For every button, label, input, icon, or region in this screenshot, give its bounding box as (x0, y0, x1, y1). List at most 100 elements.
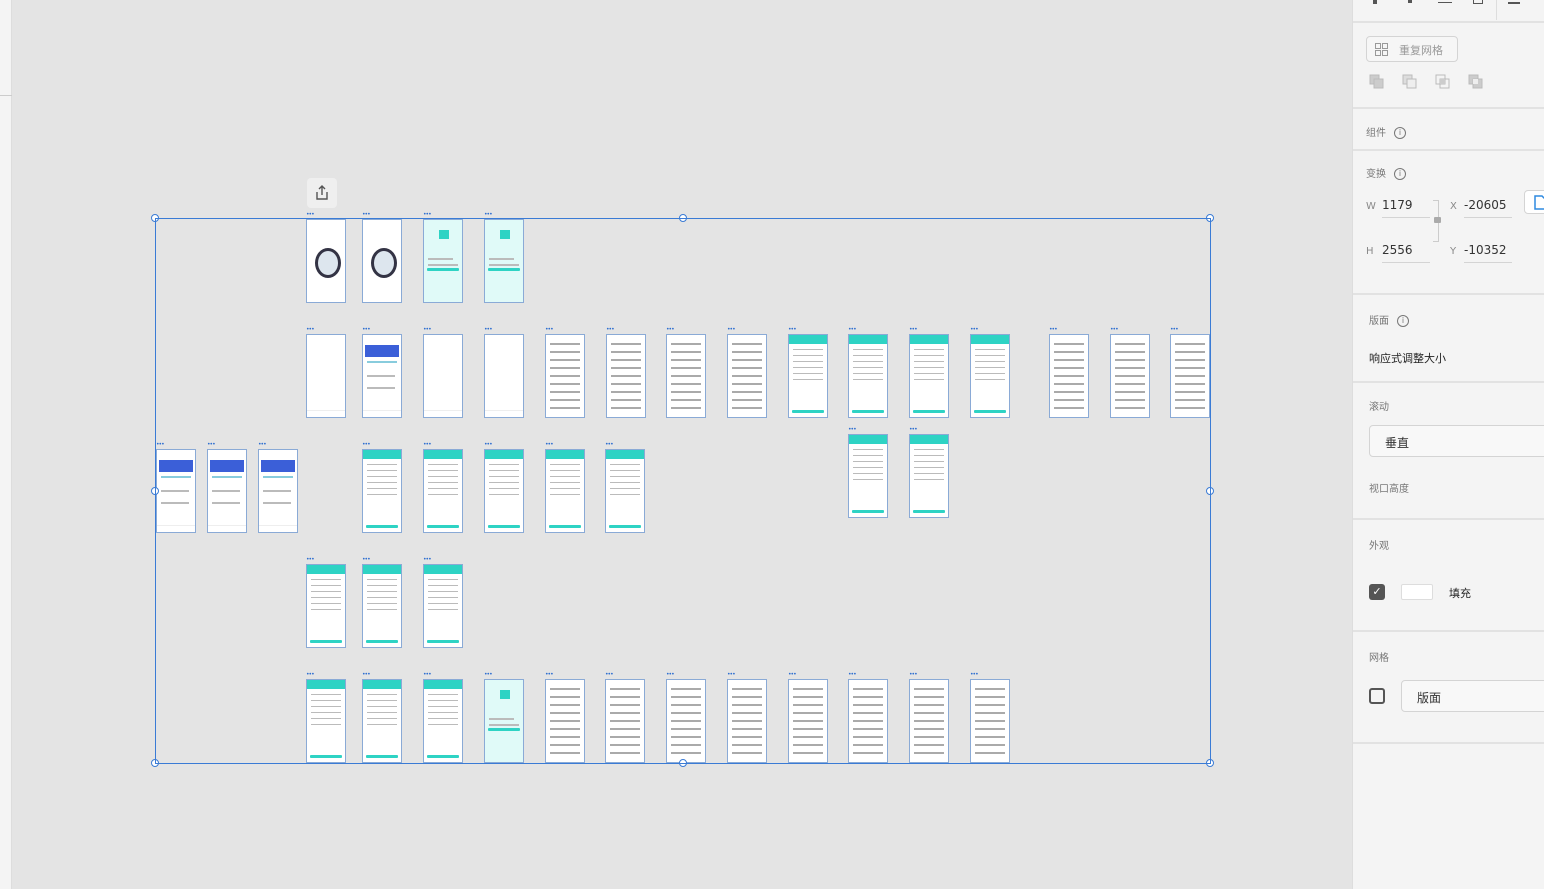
artboard-list[interactable] (727, 679, 767, 763)
artboard-name-label[interactable]: ••• (362, 326, 371, 333)
artboard-name-label[interactable]: ••• (423, 326, 432, 333)
resize-handle[interactable] (1206, 214, 1214, 222)
artboard-name-label[interactable]: ••• (727, 326, 736, 333)
resize-handle[interactable] (151, 214, 159, 222)
artboard-name-label[interactable]: ••• (306, 671, 315, 678)
artboard-list[interactable] (727, 334, 767, 418)
artboard-list[interactable] (1170, 334, 1210, 418)
artboard-name-label[interactable]: ••• (362, 441, 371, 448)
artboard-list[interactable] (1110, 334, 1150, 418)
artboard-teal-header[interactable] (605, 449, 645, 533)
resize-handle[interactable] (1206, 759, 1214, 767)
artboard-name-label[interactable]: ••• (258, 441, 267, 448)
artboard-name-label[interactable]: ••• (207, 441, 216, 448)
share-button[interactable] (307, 178, 337, 208)
artboard-name-label[interactable]: ••• (666, 326, 675, 333)
artboard-name-label[interactable]: ••• (362, 671, 371, 678)
info-icon[interactable]: i (1397, 315, 1409, 327)
toolbar-align-icons[interactable] (1368, 0, 1538, 20)
resize-handle[interactable] (679, 759, 687, 767)
artboard-name-label[interactable]: ••• (605, 441, 614, 448)
grid-checkbox[interactable] (1369, 688, 1385, 704)
resize-handle[interactable] (151, 759, 159, 767)
artboard-name-label[interactable]: ••• (1049, 326, 1058, 333)
artboard-teal-header[interactable] (306, 679, 346, 763)
artboard-name-label[interactable]: ••• (1110, 326, 1119, 333)
artboard-teal-header[interactable] (909, 334, 949, 418)
artboard-name-label[interactable]: ••• (848, 326, 857, 333)
artboard-name-label[interactable]: ••• (545, 671, 554, 678)
height-input[interactable]: 2556 (1382, 243, 1430, 263)
artboard-name-label[interactable]: ••• (788, 671, 797, 678)
artboard-illustration[interactable] (362, 219, 402, 303)
artboard-list[interactable] (606, 334, 646, 418)
artboard-name-label[interactable]: ••• (727, 671, 736, 678)
design-canvas[interactable]: ••• ••• ••• ••• ••• ••• ••• ••• ••• ••• ••• ••• ••• •… (12, 0, 1352, 889)
grid-type-select[interactable]: 版面 (1401, 680, 1544, 712)
artboard-list[interactable] (788, 679, 828, 763)
artboard-name-label[interactable]: ••• (306, 326, 315, 333)
artboard-name-label[interactable]: ••• (848, 426, 857, 433)
artboard-name-label[interactable]: ••• (848, 671, 857, 678)
artboard-teal-header[interactable] (848, 334, 888, 418)
artboard-home[interactable] (207, 449, 247, 533)
artboard-name-label[interactable]: ••• (606, 326, 615, 333)
artboard-cyan-login[interactable] (484, 219, 524, 303)
y-input[interactable]: -10352 (1464, 243, 1512, 263)
artboard-teal-header[interactable] (484, 449, 524, 533)
artboard-name-label[interactable]: ••• (423, 441, 432, 448)
artboard-teal-header[interactable] (423, 449, 463, 533)
artboard-name-label[interactable]: ••• (909, 671, 918, 678)
artboard-name-label[interactable]: ••• (484, 211, 493, 218)
artboard-list[interactable] (545, 334, 585, 418)
resize-handle[interactable] (1206, 487, 1214, 495)
artboard-list[interactable] (605, 679, 645, 763)
artboard-name-label[interactable]: ••• (1170, 326, 1179, 333)
artboard-teal-header[interactable] (423, 679, 463, 763)
fill-color-swatch[interactable] (1401, 584, 1433, 600)
artboard-list[interactable] (545, 679, 585, 763)
artboard-name-label[interactable]: ••• (423, 671, 432, 678)
artboard-teal-header[interactable] (362, 449, 402, 533)
artboard-teal-header[interactable] (909, 434, 949, 518)
boolean-exclude-icon[interactable] (1468, 74, 1484, 90)
boolean-add-icon[interactable] (1369, 74, 1385, 90)
boolean-intersect-icon[interactable] (1435, 74, 1451, 90)
resize-handle[interactable] (151, 487, 159, 495)
artboard-plain[interactable] (306, 334, 346, 418)
x-input[interactable]: -20605 (1464, 198, 1512, 218)
artboard-list[interactable] (909, 679, 949, 763)
artboard-name-label[interactable]: ••• (970, 671, 979, 678)
artboard-list[interactable] (666, 679, 706, 763)
artboard-name-label[interactable]: ••• (909, 326, 918, 333)
artboard-name-label[interactable]: ••• (545, 326, 554, 333)
artboard-name-label[interactable]: ••• (484, 671, 493, 678)
artboard-doc-button[interactable] (1524, 190, 1544, 214)
artboard-name-label[interactable]: ••• (605, 671, 614, 678)
lock-aspect-icon[interactable] (1433, 200, 1441, 242)
artboard-name-label[interactable]: ••• (970, 326, 979, 333)
artboard-list[interactable] (848, 679, 888, 763)
resize-handle[interactable] (679, 214, 687, 222)
artboard-name-label[interactable]: ••• (484, 326, 493, 333)
artboard-teal-header[interactable] (362, 679, 402, 763)
artboard-name-label[interactable]: ••• (484, 441, 493, 448)
scroll-select[interactable]: 垂直 (1369, 425, 1544, 457)
artboard-teal-header[interactable] (423, 564, 463, 648)
artboard-list[interactable] (1049, 334, 1089, 418)
artboard-home[interactable] (362, 334, 402, 418)
artboard-name-label[interactable]: ••• (156, 441, 165, 448)
artboard-cyan-login[interactable] (423, 219, 463, 303)
artboard-name-label[interactable]: ••• (362, 556, 371, 563)
artboard-name-label[interactable]: ••• (423, 211, 432, 218)
boolean-subtract-icon[interactable] (1402, 74, 1418, 90)
fill-checkbox[interactable]: ✓ (1369, 584, 1385, 600)
info-icon[interactable]: i (1394, 168, 1406, 180)
artboard-teal-header[interactable] (545, 449, 585, 533)
width-input[interactable]: 1179 (1382, 198, 1430, 218)
repeat-grid-button[interactable]: 重复网格 (1366, 36, 1458, 62)
artboard-name-label[interactable]: ••• (666, 671, 675, 678)
artboard-teal-header[interactable] (848, 434, 888, 518)
artboard-name-label[interactable]: ••• (909, 426, 918, 433)
artboard-name-label[interactable]: ••• (423, 556, 432, 563)
